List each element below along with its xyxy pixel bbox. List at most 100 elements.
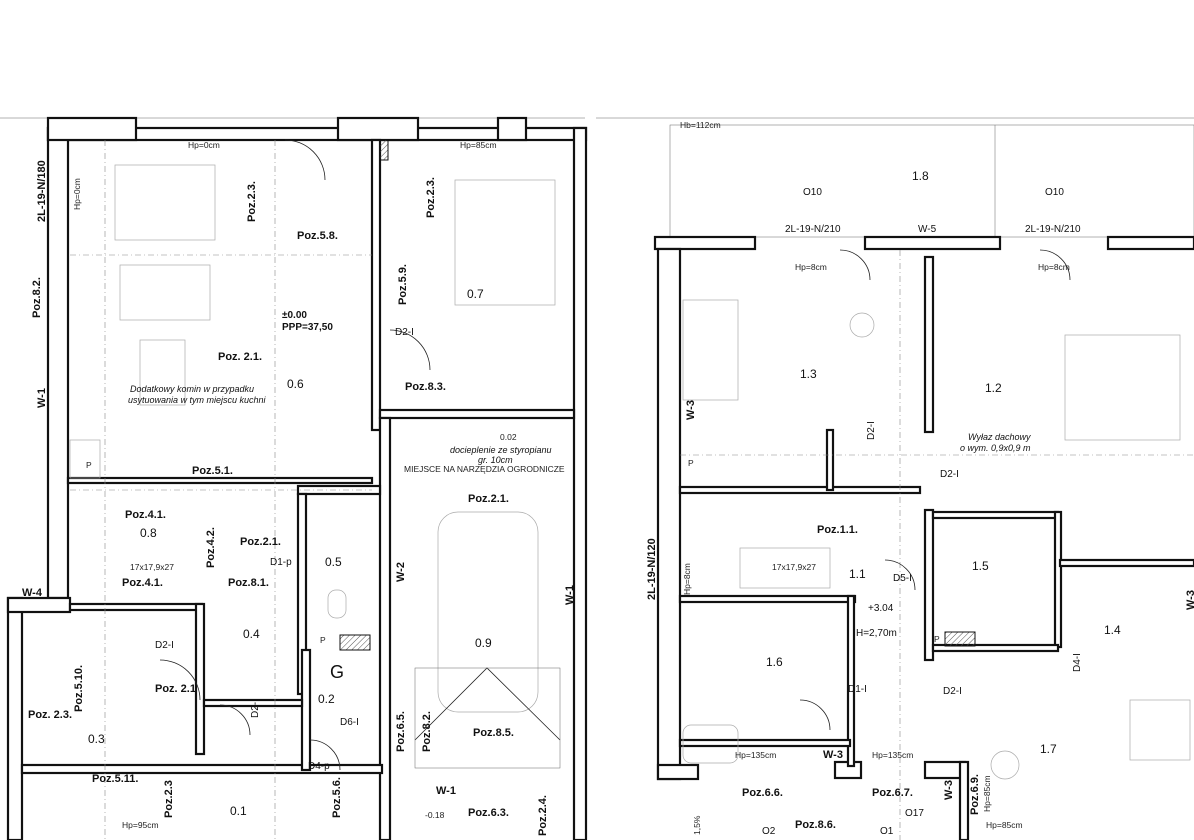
room-number: 1.4 xyxy=(1104,623,1121,637)
window-head-3 xyxy=(496,116,528,142)
int-wall-h1 xyxy=(678,485,922,495)
wall-label: W-5 xyxy=(918,224,937,235)
elevation-label: +3.04 xyxy=(868,603,894,614)
window-label: 2L-19-N/120 xyxy=(646,538,658,600)
room-number: 0.4 xyxy=(243,627,260,641)
note-insulation-1: docieplenie ze styropianu xyxy=(450,445,552,455)
door-swing-3 xyxy=(159,659,201,701)
elevation-label: ±0.00 xyxy=(282,310,307,321)
room-number: 0.7 xyxy=(467,287,484,301)
int-wall-v5 xyxy=(825,428,835,492)
height-label: Hp=8cm xyxy=(682,563,692,595)
right-plan: Hb=112cm 2L-19-N/210 2L-19-N/210 2L-19-N… xyxy=(596,117,1194,840)
room-number: 1.8 xyxy=(912,169,929,183)
window-head-1 xyxy=(46,116,138,142)
door-swing-2 xyxy=(284,139,326,181)
window-label: 2L-19-N/180 xyxy=(36,160,48,222)
poz-label: Poz.5.10. xyxy=(73,665,85,712)
outer-wall-top-1 xyxy=(653,235,757,251)
height-label: Hp=8cm xyxy=(795,262,827,272)
sofa xyxy=(114,164,216,241)
room-number: 0.9 xyxy=(475,636,492,650)
poz-label: Poz.6.3. xyxy=(468,807,509,819)
poz-label: Poz. 2.1. xyxy=(218,351,262,363)
wall-label: W-1 xyxy=(436,785,456,797)
door-label: D2-I xyxy=(940,469,959,480)
int-wall-v1 xyxy=(370,138,382,432)
height-label: Hp=85cm xyxy=(986,820,1023,830)
poz-label: Poz.2.4. xyxy=(537,795,549,836)
outer-wall-left xyxy=(46,126,70,600)
int-wall-v2 xyxy=(923,508,935,662)
fire-place-marker: P xyxy=(86,460,92,470)
int-wall-h3 xyxy=(678,594,857,604)
height-label: Hp=8cm xyxy=(1038,262,1070,272)
door-label: D4-p xyxy=(308,761,330,772)
skylight-note-2: o wym. 0,9x0,9 m xyxy=(960,443,1031,453)
roof-window-label: O17 xyxy=(905,808,924,819)
note-garden: MIEJSCE NA NARZĘDZIA OGRODNICZE xyxy=(404,464,565,474)
room-number: 1.3 xyxy=(800,367,817,381)
door-swing-1 xyxy=(389,329,431,371)
window-head-2 xyxy=(336,116,420,142)
poz-label: Poz. 2.1 xyxy=(155,683,196,695)
door-label: D6-I xyxy=(340,717,359,728)
bed xyxy=(682,299,739,401)
int-wall-h6 xyxy=(678,738,852,748)
stair-label: 17x17,9x27 xyxy=(772,562,816,572)
marker-g: G xyxy=(330,662,344,682)
poz-label: Poz.4.2. xyxy=(205,527,217,568)
int-wall-h4 xyxy=(931,643,1060,653)
int-wall-v4 xyxy=(846,594,856,768)
poz-label: Poz.2.1. xyxy=(240,536,281,548)
poz-label: Poz. 2.3. xyxy=(28,709,72,721)
wall-step-w4 xyxy=(6,596,72,614)
int-wall-v3 xyxy=(1053,510,1063,649)
int-wall-h2 xyxy=(931,510,1060,520)
garage-floor xyxy=(414,667,561,769)
int-wall-h5 xyxy=(1058,558,1194,568)
outer-wall-right-lower xyxy=(958,760,970,840)
door-swing-4 xyxy=(219,704,251,736)
room-number: 1.6 xyxy=(766,655,783,669)
terrace-edge xyxy=(669,124,1194,238)
height-label: Hp=95cm xyxy=(122,820,159,830)
poz-label: Poz.2.3. xyxy=(246,181,258,222)
int-wall-h2 xyxy=(66,476,374,485)
wall-label: W-3 xyxy=(1185,590,1194,610)
stair-label: 17x17,9x27 xyxy=(130,562,174,572)
poz-label: Poz.5.8. xyxy=(297,230,338,242)
toilet xyxy=(327,589,347,619)
fire-place-marker: P xyxy=(320,635,326,645)
poz-label: Poz.4.1. xyxy=(122,577,163,589)
room-number: 0.1 xyxy=(230,804,247,818)
poz-label: Poz.6.9. xyxy=(969,774,981,815)
desk-chair xyxy=(990,750,1020,780)
wall-label: W-3 xyxy=(943,780,955,800)
left-plan: ±0.00 PPP=37,50 Dodatkowy komin w przypa… xyxy=(0,116,588,840)
desk-chair xyxy=(849,312,875,338)
room-number: 1.7 xyxy=(1040,742,1057,756)
poz-label: Poz.5.9. xyxy=(397,264,409,305)
room-number: 1.2 xyxy=(985,381,1002,395)
chimney-block xyxy=(339,634,371,651)
skylight-note-1: Wyłaz dachowy xyxy=(968,432,1031,442)
height-label: Hp=85cm xyxy=(460,140,497,150)
bed xyxy=(1064,334,1181,441)
desk xyxy=(1129,699,1191,761)
poz-label: Poz.8.3. xyxy=(405,381,446,393)
ppp-label: PPP=37,50 xyxy=(282,322,333,333)
slope-label: 1,5% xyxy=(692,815,702,835)
poz-label: Poz.8.5. xyxy=(473,727,514,739)
wall-label: W-1 xyxy=(36,388,48,408)
int-wall-h4 xyxy=(68,602,204,612)
outer-wall-bottom-1 xyxy=(656,763,700,781)
height-label: Hp=0cm xyxy=(188,140,220,150)
note-insulation-2: gr. 10cm xyxy=(478,455,513,465)
note-chimney-1: Dodatkowy komin w przypadku xyxy=(130,384,254,394)
door-label: D2-I xyxy=(866,421,877,440)
outer-wall-left xyxy=(656,247,682,781)
door-swing-4 xyxy=(799,699,831,731)
outer-wall-top-3 xyxy=(1106,235,1194,251)
